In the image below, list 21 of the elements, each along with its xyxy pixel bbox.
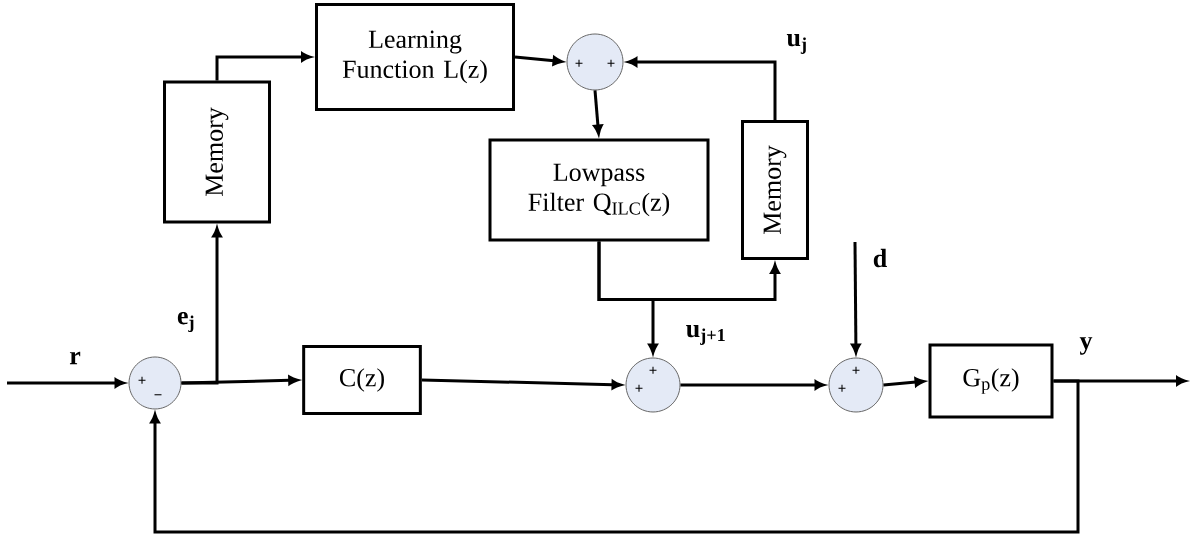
block-box: Lowpass Filter Q$_{ILC}$(z) bbox=[488, 138, 710, 242]
arrow bbox=[597, 241, 780, 301]
signal-label: d bbox=[871, 247, 889, 269]
summing-junction: + + bbox=[566, 33, 624, 91]
signal-label: y bbox=[1078, 336, 1094, 356]
summing-junction: + + bbox=[828, 357, 884, 413]
block-box: Learning Function L(z) bbox=[315, 3, 515, 111]
signal-label: e$_{j}$ bbox=[175, 310, 197, 334]
signal-label: u$_{j+1}$ bbox=[684, 324, 728, 346]
arrow bbox=[150, 379, 1080, 534]
memory-box: Memory bbox=[741, 120, 809, 260]
arrow bbox=[883, 377, 925, 387]
summing-junction: + − bbox=[128, 356, 182, 410]
summing-junction: + + bbox=[625, 357, 681, 413]
arrow bbox=[215, 52, 312, 81]
memory-box: Memory bbox=[163, 80, 271, 224]
block-box: C(z) bbox=[302, 345, 422, 415]
arrow bbox=[181, 375, 299, 386]
block-box: G$_{p}$(z) bbox=[928, 343, 1054, 419]
signal-label: r bbox=[68, 350, 82, 366]
signal-label: u$_{j}$ bbox=[785, 33, 809, 55]
